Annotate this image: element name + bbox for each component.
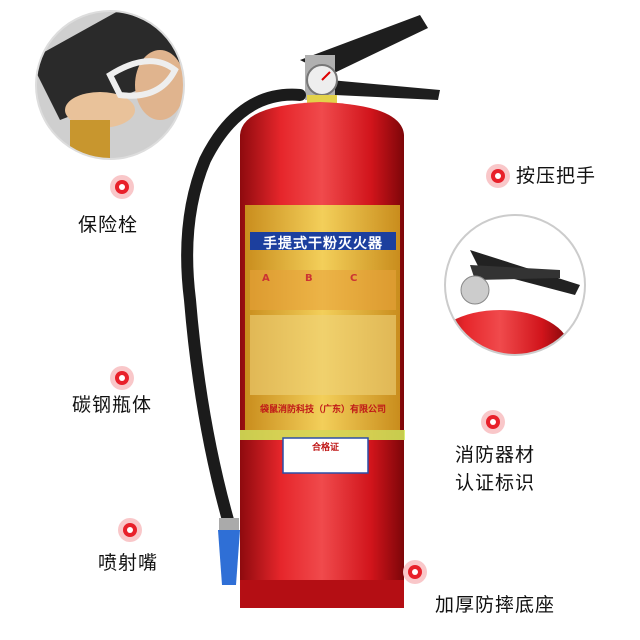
class-b: B (305, 273, 313, 284)
class-a: A (262, 273, 270, 284)
callout-press-handle: 按压把手 (516, 165, 597, 187)
certificate-title: 合格证 (311, 443, 339, 453)
callout-steel-body: 碳钢瓶体 (72, 394, 153, 416)
label-company: 袋鼠消防科技（广东）有限公司 (259, 405, 386, 415)
bottom-lever (330, 80, 440, 100)
callout-cert-mark-line2: 认证标识 (455, 472, 536, 494)
steel-body-marker (115, 371, 129, 385)
press-handle-inset (445, 215, 585, 355)
class-c: C (350, 273, 358, 284)
callout-cert-mark-line1: 消防器材 (455, 444, 536, 466)
safety-pin-marker (115, 180, 129, 194)
nozzle-tip (218, 530, 240, 585)
cert-mark-marker (486, 415, 500, 429)
press-handle-marker (491, 169, 505, 183)
label-title: 手提式干粉灭火器 (263, 236, 383, 252)
nozzle-marker (123, 523, 137, 537)
strap (240, 430, 405, 440)
callout-nozzle: 喷射嘴 (98, 552, 159, 574)
base-marker (408, 565, 422, 579)
certificate-tag (282, 437, 369, 474)
callout-base: 加厚防摔底座 (435, 594, 556, 616)
base-ring (240, 580, 404, 608)
safety-pin-inset (36, 11, 184, 159)
callout-safety-pin: 保险栓 (78, 214, 139, 236)
hose (181, 88, 306, 526)
